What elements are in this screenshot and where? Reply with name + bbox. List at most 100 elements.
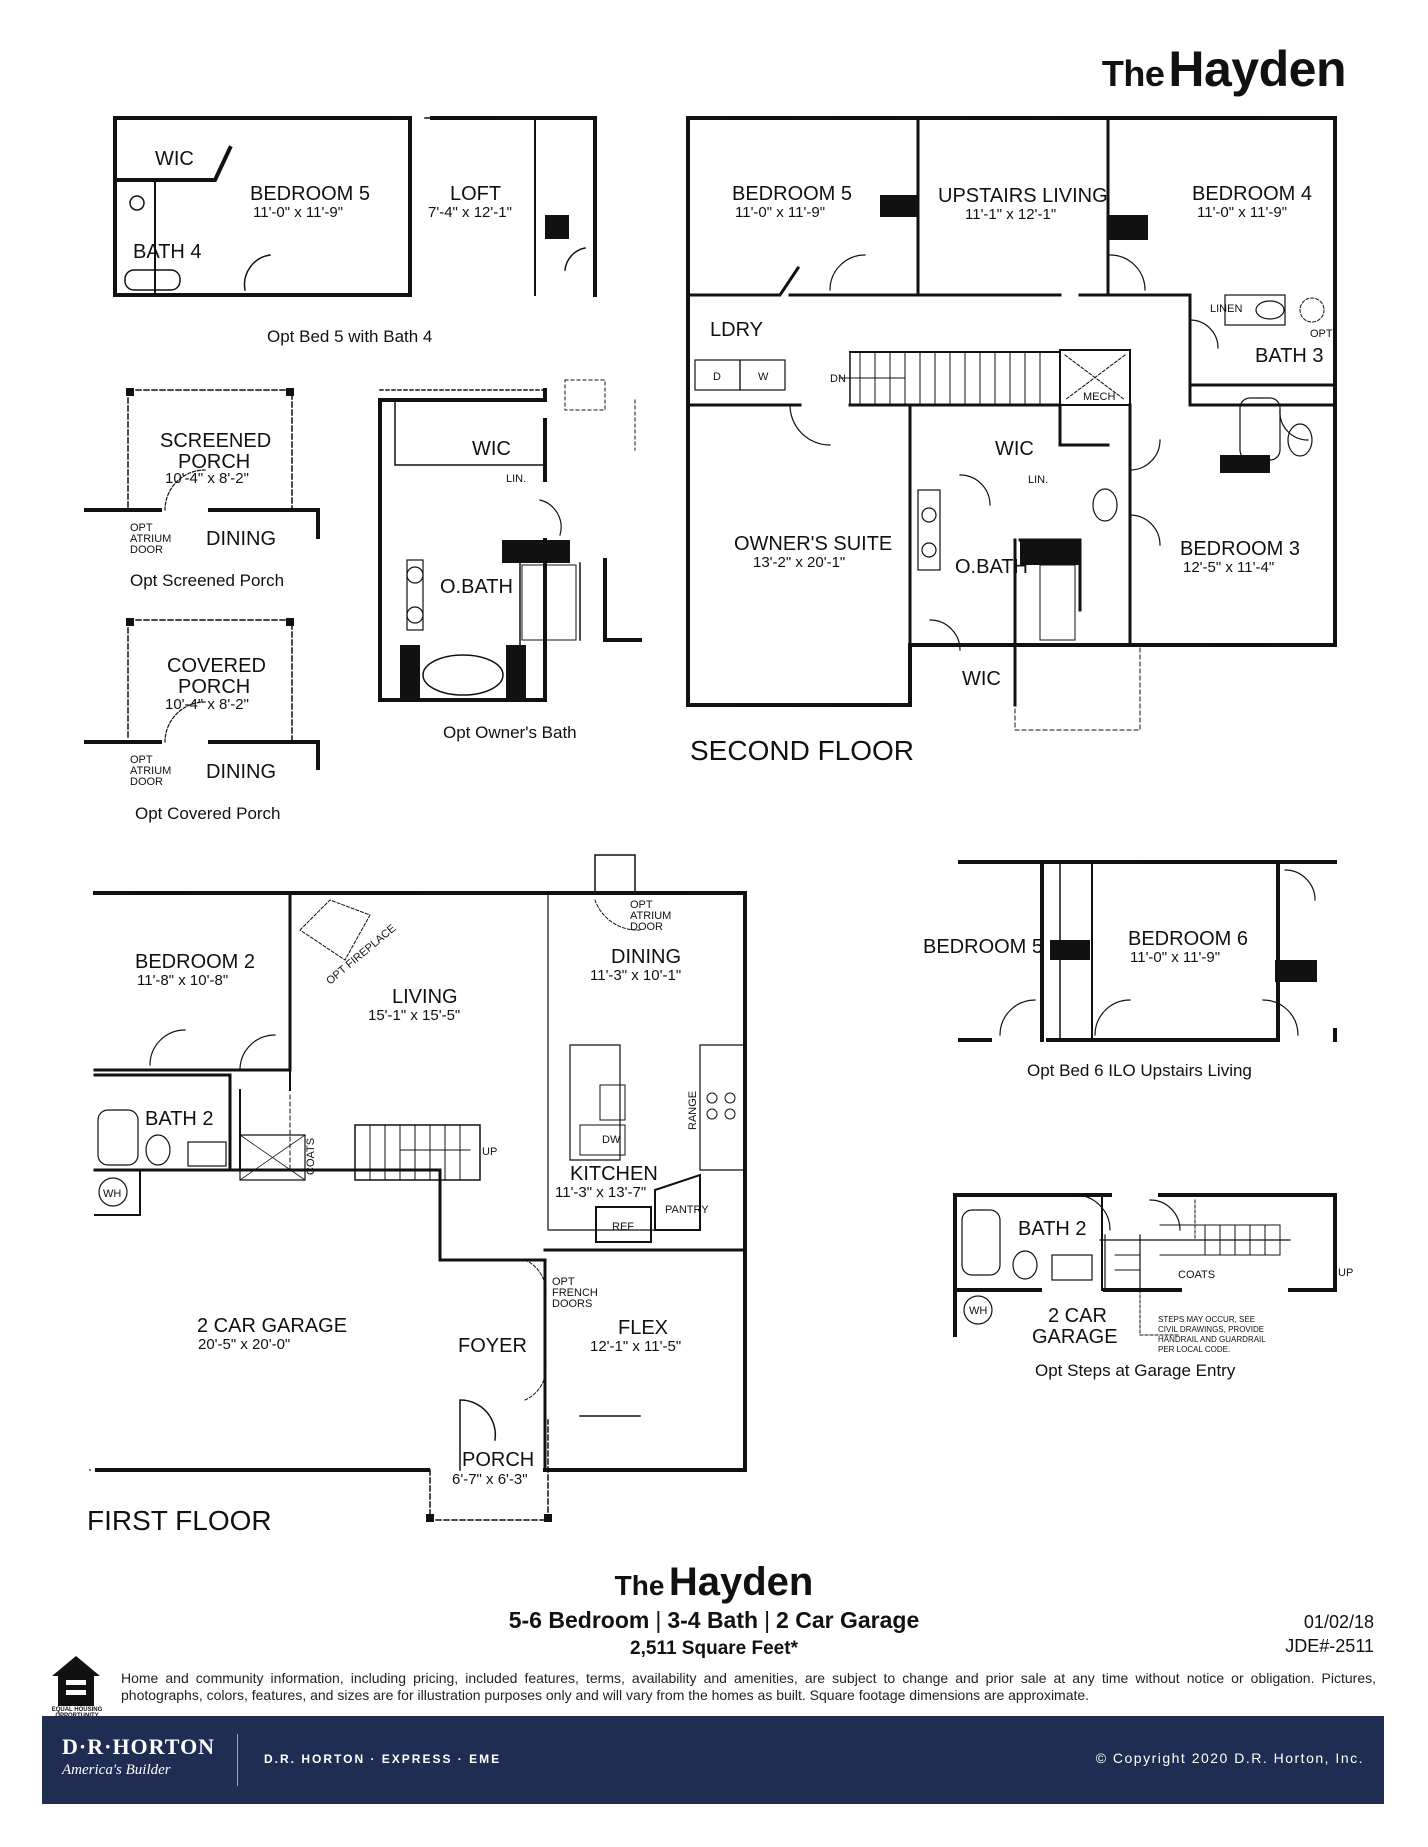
os-wh-label: WH bbox=[969, 1305, 987, 1317]
ff-up-label: UP bbox=[482, 1146, 497, 1158]
sf-linen-label: LINEN bbox=[1210, 303, 1242, 315]
ff-french-label-2: FRENCH bbox=[552, 1287, 598, 1299]
os-garage-label-1: 2 CAR bbox=[1048, 1305, 1107, 1327]
covered-porch-label-2: PORCH bbox=[178, 676, 250, 698]
footer-garage: 2 Car Garage bbox=[776, 1607, 920, 1633]
ob6-bedroom6-dim: 11'-0" x 11'-9" bbox=[1130, 949, 1220, 966]
sf-bedroom3-dim: 12'-5" x 11'-4" bbox=[1183, 559, 1274, 576]
sf-upstairs-living-dim: 11'-1" x 12'-1" bbox=[965, 206, 1056, 223]
sf-washer-label: W bbox=[758, 371, 769, 383]
brand-tagline: America's Builder bbox=[62, 1762, 171, 1778]
brands-line: D.R. HORTON · EXPRESS · EME bbox=[264, 1752, 502, 1766]
opt-bed5-loft-dim: 7'-4" x 12'-1" bbox=[428, 204, 512, 221]
floor-plans: WIC BEDROOM 5 11'-0" x 11'-9" LOFT 7'-4"… bbox=[84, 116, 1353, 1536]
ff-dining-dim: 11'-3" x 10'-1" bbox=[590, 967, 681, 984]
os-coats-label: COATS bbox=[1178, 1269, 1215, 1281]
footer-baths: 3-4 Bath bbox=[667, 1607, 759, 1633]
screened-porch-caption: Opt Screened Porch bbox=[130, 571, 284, 590]
opt-bed5-caption: Opt Bed 5 with Bath 4 bbox=[267, 327, 432, 346]
covered-dining-label: DINING bbox=[206, 761, 276, 783]
footer-separator: | bbox=[764, 1607, 771, 1633]
ff-garage-label: 2 CAR GARAGE bbox=[197, 1315, 347, 1337]
sf-mech-label: MECH bbox=[1083, 391, 1115, 403]
opt-steps-caption: Opt Steps at Garage Entry bbox=[1035, 1361, 1236, 1380]
sf-dn-label: DN bbox=[830, 373, 846, 385]
covered-door-label-2: ATRIUM bbox=[130, 765, 171, 777]
dr-horton-logo: D·R·HORTON America's Builder bbox=[62, 1734, 222, 1779]
ff-ref-label: REF bbox=[612, 1221, 634, 1233]
ff-atrium-label-3: DOOR bbox=[630, 921, 663, 933]
page-title: The Hayden bbox=[1101, 41, 1347, 97]
sf-bedroom3-label: BEDROOM 3 bbox=[1180, 538, 1300, 560]
ff-porch-label: PORCH bbox=[462, 1449, 534, 1471]
footer-separator: | bbox=[655, 1607, 662, 1633]
sf-bedroom5-dim: 11'-0" x 11'-9" bbox=[735, 204, 825, 221]
opt-bed6-caption: Opt Bed 6 ILO Upstairs Living bbox=[1027, 1061, 1252, 1080]
sf-lin-label: LIN. bbox=[1028, 474, 1048, 486]
screened-door-label-2: ATRIUM bbox=[130, 533, 171, 545]
ff-flex-label: FLEX bbox=[618, 1317, 668, 1339]
band-divider bbox=[237, 1734, 238, 1786]
ff-french-label-1: OPT bbox=[552, 1276, 575, 1288]
ff-dw-label: DW bbox=[602, 1134, 621, 1146]
sf-wic2-label: WIC bbox=[962, 668, 1001, 690]
ff-living-label: LIVING bbox=[392, 986, 458, 1008]
opt-bed5-bedroom-label: BEDROOM 5 bbox=[250, 183, 370, 205]
ob6-bedroom6-label: BEDROOM 6 bbox=[1128, 928, 1248, 950]
sf-dryer-label: D bbox=[713, 371, 721, 383]
ff-wh-label: WH bbox=[103, 1188, 121, 1200]
os-note-line-4: PER LOCAL CODE. bbox=[1158, 1345, 1230, 1354]
plan-meta: 01/02/18 JDE#-2511 bbox=[1285, 1610, 1374, 1658]
second-floor-plan bbox=[686, 116, 1337, 731]
ff-pantry-label: PANTRY bbox=[665, 1204, 709, 1216]
screened-dining-label: DINING bbox=[206, 528, 276, 550]
sf-owners-suite-dim: 13'-2" x 20'-1" bbox=[753, 554, 845, 571]
screened-door-label-3: DOOR bbox=[130, 544, 163, 556]
screened-porch-dim: 10'-4" x 8'-2" bbox=[165, 470, 249, 487]
screened-porch-label-1: SCREENED bbox=[160, 430, 271, 452]
ff-flex-dim: 12'-1" x 11'-5" bbox=[590, 1338, 681, 1355]
covered-porch-dim: 10'-4" x 8'-2" bbox=[165, 696, 249, 713]
first-floor-label: FIRST FLOOR bbox=[87, 1505, 272, 1536]
os-note-line-2: CIVIL DRAWINGS, PROVIDE bbox=[1158, 1325, 1264, 1334]
first-floor-plan bbox=[89, 854, 747, 1522]
opt-steps-plan bbox=[953, 1193, 1337, 1337]
footer-sqft: 2,511 Square Feet* bbox=[630, 1638, 798, 1659]
covered-porch-label-1: COVERED bbox=[167, 655, 266, 677]
sf-opt-label: OPT bbox=[1310, 328, 1333, 340]
disclaimer: Home and community information, includin… bbox=[121, 1670, 1376, 1703]
ff-bath2-label: BATH 2 bbox=[145, 1108, 214, 1130]
opt-bed5-loft-label: LOFT bbox=[450, 183, 501, 205]
plan-date: 01/02/18 bbox=[1303, 1612, 1374, 1632]
ff-atrium-label-2: ATRIUM bbox=[630, 910, 671, 922]
opt-bath-obath-label: O.BATH bbox=[440, 576, 513, 598]
equal-housing-icon bbox=[52, 1656, 100, 1706]
ff-kitchen-dim: 11'-3" x 13'-7" bbox=[555, 1184, 646, 1201]
ff-atrium-label-1: OPT bbox=[630, 899, 653, 911]
ff-living-dim: 15'-1" x 15'-5" bbox=[368, 1007, 460, 1024]
ff-kitchen-label: KITCHEN bbox=[570, 1163, 658, 1185]
opt-bed5-bath-label: BATH 4 bbox=[133, 241, 202, 263]
sf-upstairs-living-label: UPSTAIRS LIVING bbox=[938, 185, 1108, 207]
covered-porch-plan bbox=[84, 618, 320, 770]
ff-bedroom2-dim: 11'-8" x 10'-8" bbox=[137, 972, 228, 989]
sf-bedroom4-dim: 11'-0" x 11'-9" bbox=[1197, 204, 1287, 221]
sf-owners-suite-label: OWNER'S SUITE bbox=[734, 533, 892, 555]
ob6-bedroom5-label: BEDROOM 5 bbox=[923, 936, 1043, 958]
opt-bath-lin-label: LIN. bbox=[506, 473, 526, 485]
screened-porch-label-2: PORCH bbox=[178, 451, 250, 473]
sf-bath3-label: BATH 3 bbox=[1255, 345, 1324, 367]
ff-bedroom2-label: BEDROOM 2 bbox=[135, 951, 255, 973]
ff-dining-label: DINING bbox=[611, 946, 681, 968]
covered-door-label-1: OPT bbox=[130, 754, 153, 766]
ff-coats-label: COATS bbox=[305, 1138, 317, 1175]
footer-specs: 5-6 Bedroom|3-4 Bath|2 Car Garage bbox=[0, 1607, 1428, 1634]
brand-band: D·R·HORTON America's Builder D.R. HORTON… bbox=[42, 1716, 1384, 1804]
screened-door-label-1: OPT bbox=[130, 522, 153, 534]
brand-name: D·R·HORTON bbox=[62, 1734, 216, 1759]
sf-bedroom5-label: BEDROOM 5 bbox=[732, 183, 852, 205]
os-bath2-label: BATH 2 bbox=[1018, 1218, 1087, 1240]
os-up-label: UP bbox=[1338, 1267, 1353, 1279]
opt-bed5-wic-label: WIC bbox=[155, 148, 194, 170]
covered-porch-caption: Opt Covered Porch bbox=[135, 804, 281, 823]
